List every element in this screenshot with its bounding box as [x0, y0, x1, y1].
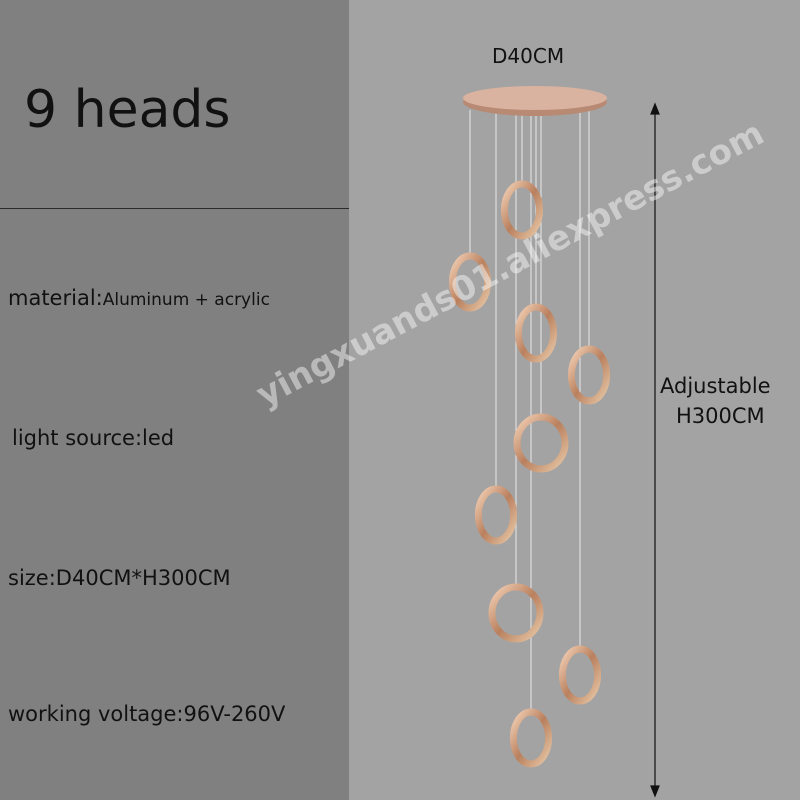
spec-label: material:: [8, 286, 103, 310]
ring-pendant: [500, 180, 544, 240]
height-label-adjustable: Adjustable: [660, 374, 771, 398]
ring-pendant: [567, 345, 611, 405]
spec-value: Aluminum + acrylic: [102, 290, 270, 310]
canopy-top: [463, 86, 607, 110]
spec-label: size:: [8, 566, 56, 590]
ring-pendant: [488, 583, 544, 643]
spec-voltage: working voltage:96V-260V: [8, 702, 285, 726]
ring-pendant: [474, 485, 518, 545]
ring-pendant: [558, 645, 602, 705]
height-arrow: [650, 102, 660, 798]
ring-pendant: [514, 303, 558, 363]
ring-pendant: [509, 708, 553, 768]
spec-panel: [0, 0, 349, 800]
heads-title: 9 heads: [24, 80, 231, 140]
ring-pendant: [448, 252, 492, 312]
spec-label: working voltage:: [8, 702, 184, 726]
spec-size: size:D40CM*H300CM: [8, 566, 231, 590]
height-label-value: H300CM: [676, 404, 765, 428]
diameter-label: D40CM: [492, 44, 565, 68]
ring-pendant: [513, 413, 569, 473]
spec-light-source: light source:led: [12, 426, 174, 450]
spec-value: led: [142, 426, 175, 450]
spec-material: material:Aluminum + acrylic: [8, 286, 270, 310]
spec-value: 96V-260V: [183, 702, 286, 726]
divider: [0, 208, 349, 209]
spec-label: light source:: [12, 426, 143, 450]
spec-value: D40CM*H300CM: [55, 566, 231, 590]
